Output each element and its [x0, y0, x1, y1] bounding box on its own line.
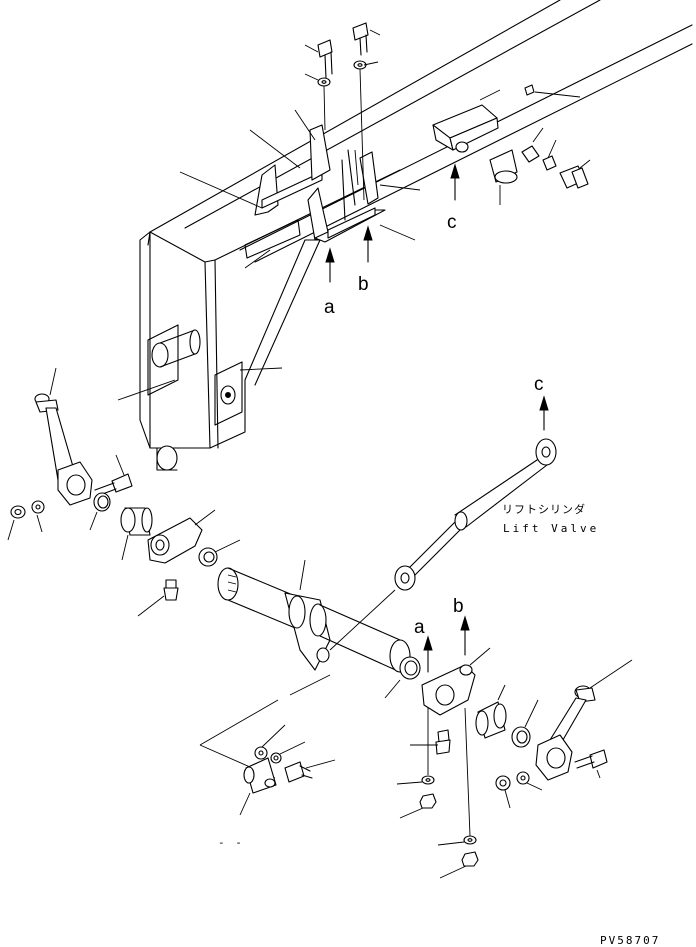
washer-b [437, 835, 477, 846]
label-c-cylinder: c [534, 374, 544, 395]
bolt-pin [284, 759, 336, 783]
bushing-left [120, 507, 153, 561]
washer-pin [254, 724, 286, 760]
small-key [524, 84, 581, 98]
arrow-a-bottom [423, 635, 433, 673]
mount-plate-c [432, 89, 501, 153]
leader-lines-top [117, 109, 421, 401]
pin-c [489, 149, 518, 205]
bolt-c [559, 159, 591, 189]
nut-left [7, 505, 26, 541]
lever-bracket-left [254, 124, 331, 216]
connecting-rods [427, 707, 471, 837]
nut-a [399, 793, 437, 819]
bracket-right-lower [421, 647, 491, 716]
bolt-top-left [304, 39, 333, 79]
label-a-bottom: a [414, 617, 425, 638]
arrow-c-cylinder [539, 395, 549, 431]
spacer-block [521, 127, 544, 163]
grease-fitting-left [137, 579, 179, 617]
lever-arm-left [34, 367, 93, 506]
bolt-top-right [352, 22, 381, 56]
label-c-top: c [447, 212, 457, 233]
label-b-bottom: b [453, 596, 464, 617]
washer-top-right [353, 60, 379, 201]
lift-cylinder [329, 438, 557, 651]
bolt-lever-left [94, 454, 133, 497]
washer-right [516, 771, 543, 791]
washer-top-left [304, 73, 331, 131]
bracket-left-lower [147, 509, 216, 564]
washer-pin-2 [270, 741, 306, 764]
arrow-b-bottom [460, 615, 470, 656]
lever-bracket-right [307, 149, 386, 243]
footnote-mark: - - [218, 836, 244, 849]
washer-shaft-right [384, 656, 421, 699]
cylinder-name-en: Lift Valve [503, 522, 599, 535]
label-b-top: b [358, 274, 369, 295]
collar-left [198, 539, 241, 567]
nut-b [439, 851, 479, 879]
drawing-code: PV58707 [600, 934, 660, 947]
nut-right [495, 775, 511, 809]
arrow-a-top [325, 247, 335, 283]
seal-right [511, 699, 539, 748]
lever-shaft [217, 559, 411, 673]
washer-a [396, 775, 435, 785]
bolt-lever-right [574, 749, 608, 779]
grease-fitting-right [410, 729, 451, 755]
pin-lower [239, 757, 277, 816]
label-a-top: a [324, 297, 335, 318]
lever-arm-right [535, 659, 633, 781]
boom-frame [139, 0, 693, 471]
cylinder-name-jp: リフトシリンダ [502, 502, 586, 516]
nut-c [542, 139, 557, 171]
arrow-c-top [450, 163, 460, 201]
arrow-b-top [363, 225, 373, 263]
seal-left [89, 492, 111, 531]
bushing-right [475, 684, 507, 739]
washer-left [31, 500, 45, 533]
